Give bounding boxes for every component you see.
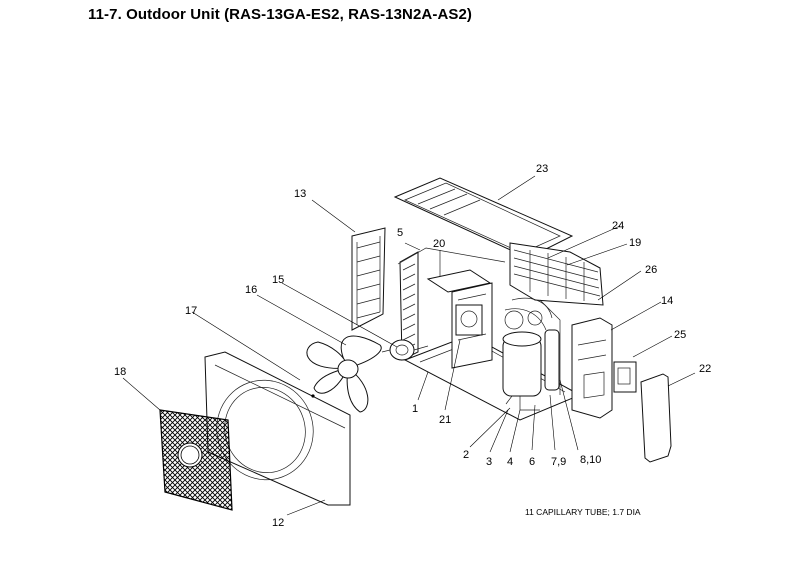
callout-23: 23 [536, 163, 548, 175]
terminal-cover-part [613, 361, 637, 393]
valve-cover-part [640, 373, 672, 463]
compressor-part [502, 297, 561, 411]
callout-14: 14 [661, 295, 673, 307]
callout-20: 20 [433, 238, 445, 250]
callout-labels: 13 23 24 5 20 19 26 15 16 14 17 25 22 18… [114, 163, 711, 529]
callout-1: 1 [412, 403, 418, 415]
right-panel-part [571, 317, 613, 419]
callout-18: 18 [114, 366, 126, 378]
callout-25: 25 [674, 329, 686, 341]
callout-3: 3 [486, 456, 492, 468]
top-cover-part [393, 177, 574, 259]
callout-8-10: 8,10 [580, 454, 601, 466]
callout-13: 13 [294, 188, 306, 200]
callout-12: 12 [272, 517, 284, 529]
page-title: 11-7. Outdoor Unit (RAS-13GA-ES2, RAS-13… [88, 6, 473, 23]
control-box-part [455, 304, 483, 336]
callout-6: 6 [529, 456, 535, 468]
callout-4: 4 [507, 456, 513, 468]
callout-17: 17 [185, 305, 197, 317]
callout-2: 2 [463, 449, 469, 461]
callout-7-9: 7,9 [551, 456, 566, 468]
callout-5: 5 [397, 227, 403, 239]
heat-exchanger-part [397, 247, 506, 361]
side-panel-part [351, 227, 386, 331]
callout-19: 19 [629, 237, 641, 249]
capillary-tube-note: 11 CAPILLARY TUBE; 1.7 DIA [525, 507, 641, 517]
leader-lines [122, 175, 696, 516]
callout-21: 21 [439, 414, 451, 426]
propeller-fan-part [306, 335, 382, 413]
rear-grille-part [509, 242, 604, 306]
fan-guard-part [159, 409, 233, 511]
callout-24: 24 [612, 220, 624, 232]
fan-motor-part [381, 339, 429, 361]
callout-16: 16 [245, 284, 257, 296]
callout-22: 22 [699, 363, 711, 375]
callout-15: 15 [272, 274, 284, 286]
callout-26: 26 [645, 264, 657, 276]
